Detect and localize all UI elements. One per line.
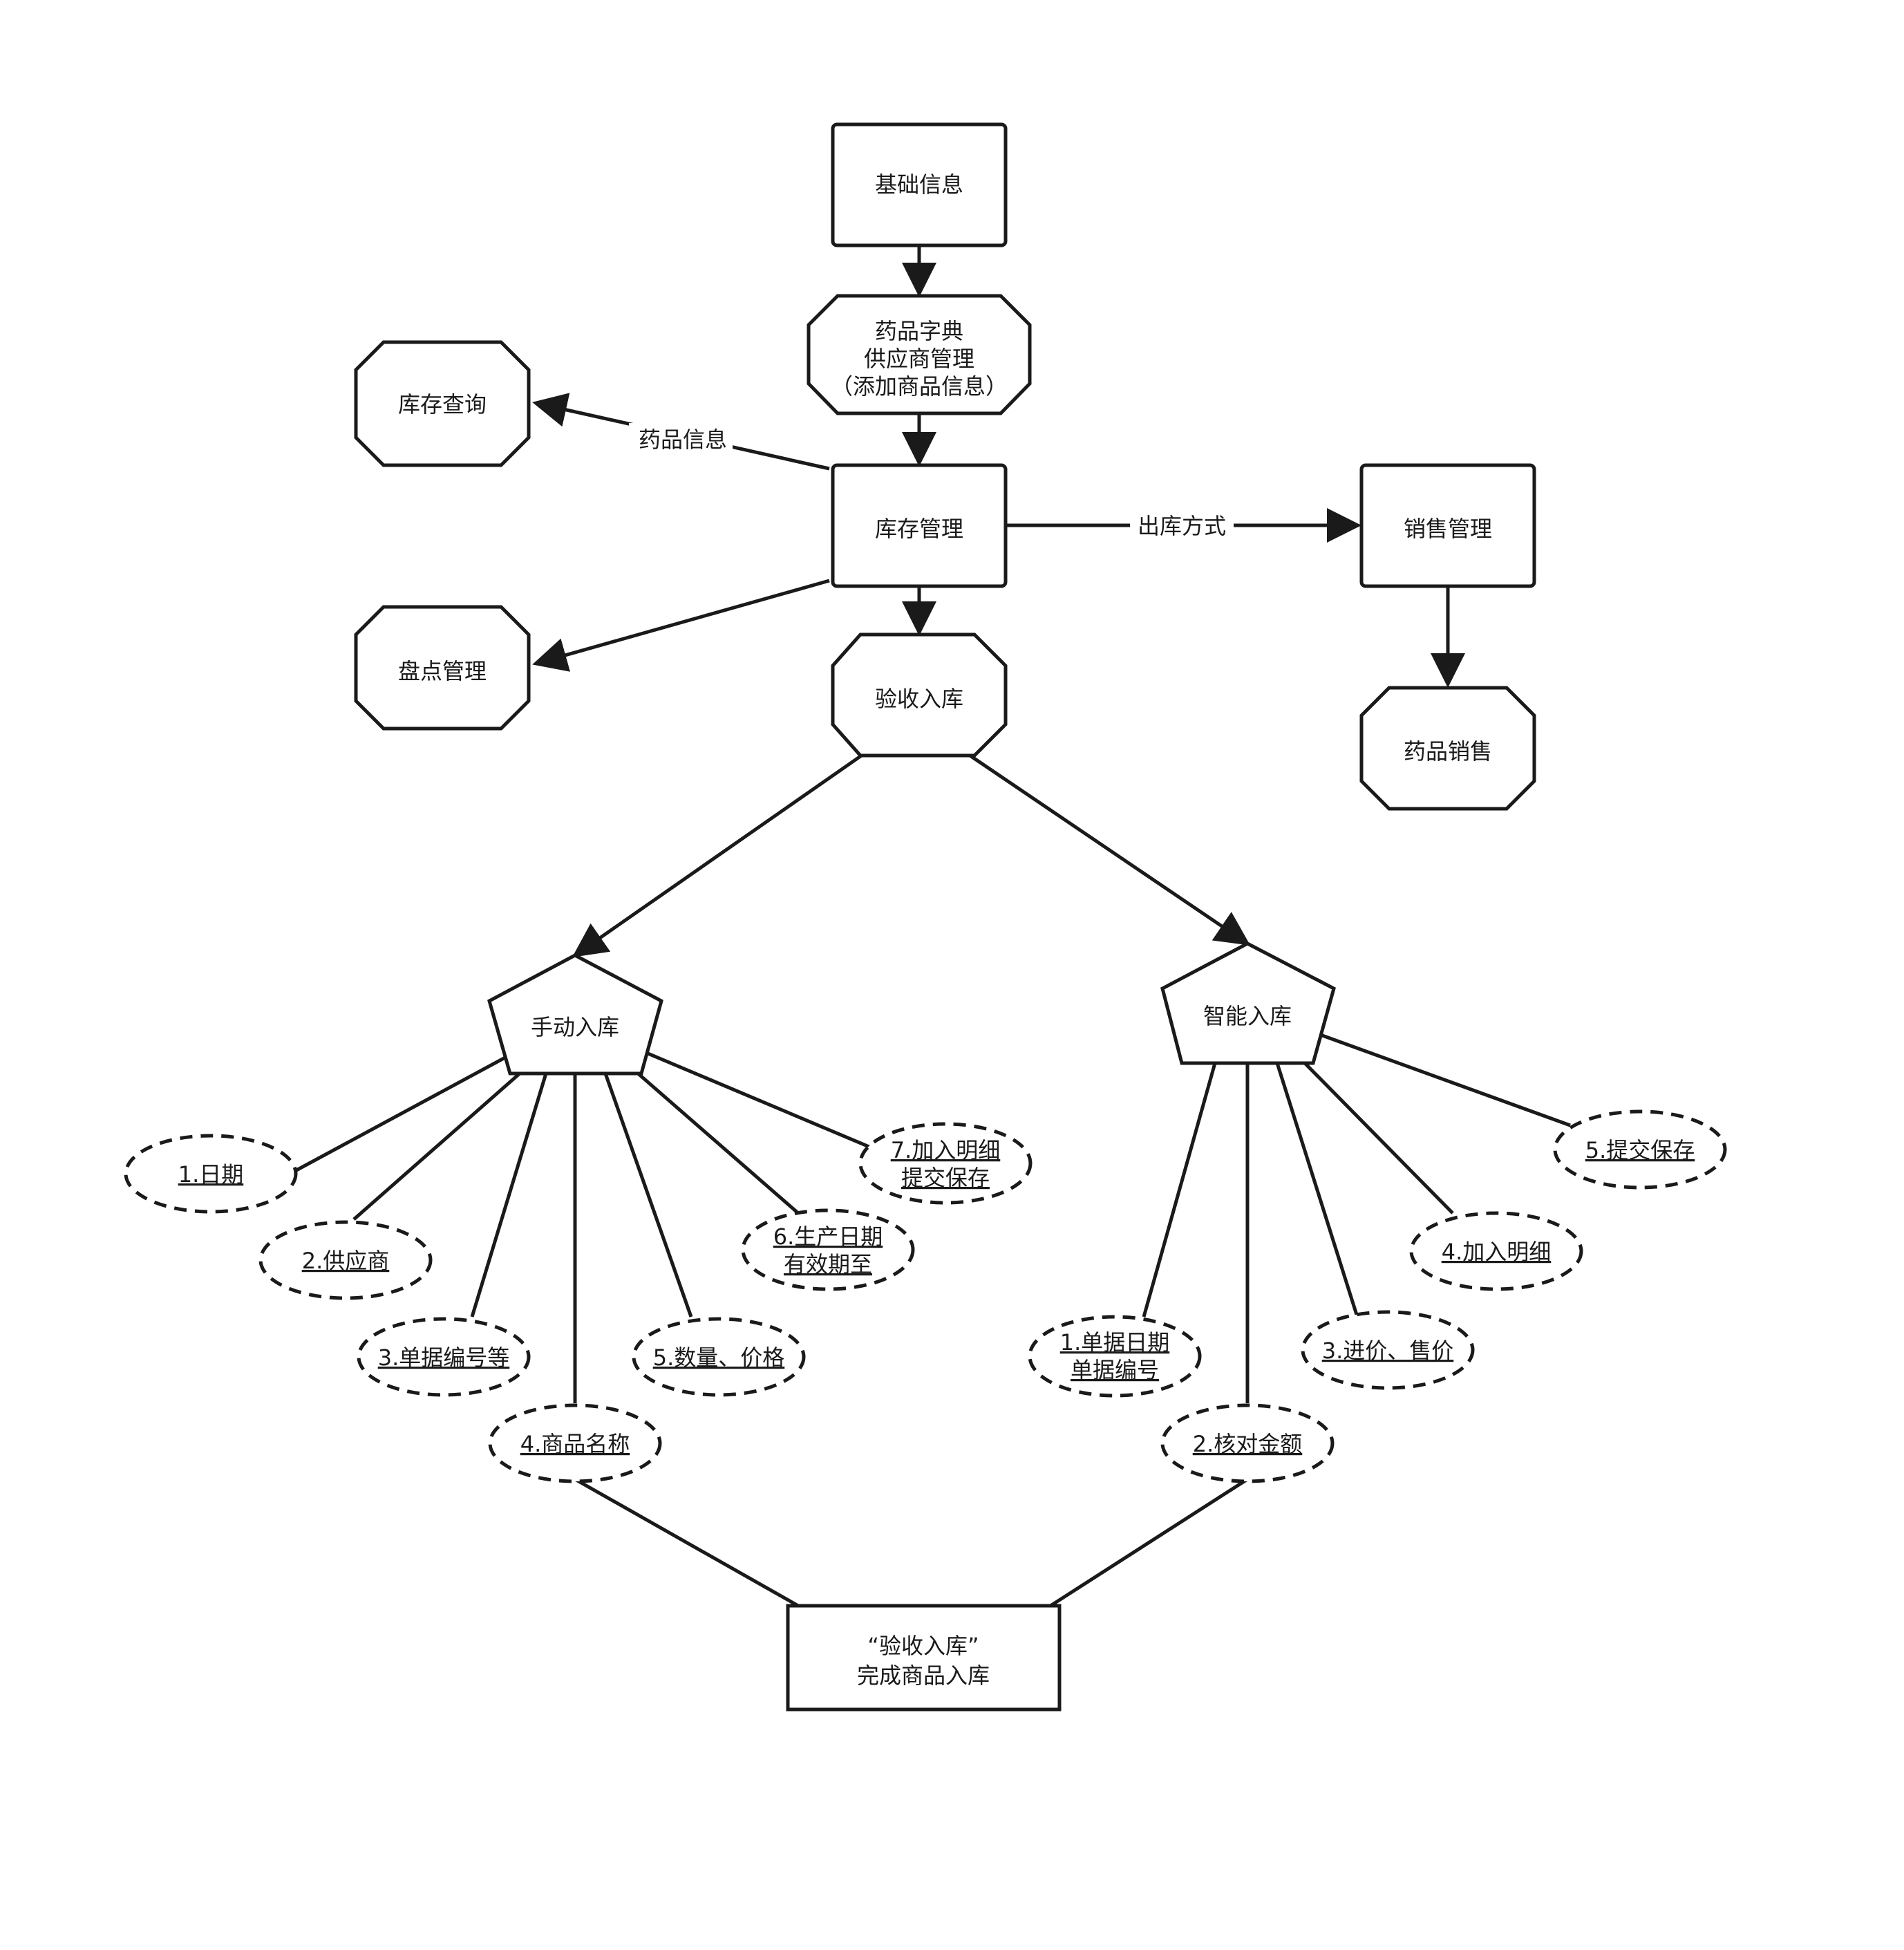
step-label: 有效期至 <box>784 1251 872 1277</box>
smart-step-4: 4.加入明细 <box>1409 1211 1583 1291</box>
step-label: 5.数量、价格 <box>653 1344 785 1371</box>
node-label: 盘点管理 <box>398 658 487 684</box>
manual-step-2: 2.供应商 <box>258 1220 433 1300</box>
edge-manual-s3 <box>470 1073 548 1318</box>
node-drug-dictionary: 药品字典 供应商管理 （添加商品信息） <box>807 294 1032 415</box>
manual-step-5: 5.数量、价格 <box>632 1317 806 1397</box>
step-label: 1.日期 <box>178 1161 244 1188</box>
node-label: （添加商品信息） <box>831 373 1008 400</box>
node-label: 完成商品入库 <box>857 1662 990 1689</box>
node-label: 基础信息 <box>875 171 963 198</box>
node-label: 药品销售 <box>1404 738 1492 765</box>
node-smart-inbound: 智能入库 <box>1160 941 1336 1065</box>
smart-step-2: 2.核对金额 <box>1160 1403 1335 1483</box>
node-label: 手动入库 <box>531 1014 619 1040</box>
edge-label-drug-info: 药品信息 <box>639 426 727 453</box>
manual-step-7: 7.加入明细 提交保存 <box>858 1122 1033 1205</box>
manual-step-3: 3.单据编号等 <box>357 1317 531 1397</box>
step-label: 6.生产日期 <box>773 1224 883 1250</box>
edge-receiving-to-manual <box>572 753 864 957</box>
step-label: 2.核对金额 <box>1193 1431 1303 1457</box>
node-label: 库存查询 <box>398 391 487 418</box>
smart-step-3: 3.进价、售价 <box>1301 1310 1475 1390</box>
node-label: 验收入库 <box>875 686 963 712</box>
node-drug-sales: 药品销售 <box>1359 686 1536 811</box>
step-label: 2.供应商 <box>302 1248 390 1274</box>
step-label: 提交保存 <box>901 1165 990 1191</box>
step-label: 单据编号 <box>1071 1357 1159 1383</box>
edge-smart-to-done <box>1049 1477 1249 1608</box>
edge-label-outbound-mode: 出库方式 <box>1138 513 1226 539</box>
edge-label-bg <box>1130 510 1234 542</box>
node-manual-inbound: 手动入库 <box>487 953 663 1076</box>
node-label: 药品字典 <box>875 318 963 344</box>
step-label: 5.提交保存 <box>1585 1137 1695 1163</box>
edges <box>292 245 1571 1608</box>
edge-label-bg <box>629 423 733 456</box>
node-receiving: 验收入库 <box>831 632 1008 758</box>
edge-receiving-to-smart <box>968 753 1251 946</box>
node-inventory-management: 库存管理 <box>831 463 1008 588</box>
manual-step-1: 1.日期 <box>124 1134 298 1214</box>
edge-manual-s6 <box>630 1067 805 1219</box>
step-label: 4.商品名称 <box>520 1431 630 1457</box>
edge-inventory-to-stocktake <box>532 579 830 672</box>
edge-smart-s5 <box>1316 1031 1571 1127</box>
node-label: 智能入库 <box>1203 1003 1292 1029</box>
edge-manual-s5 <box>603 1073 693 1318</box>
node-sales-management: 销售管理 <box>1359 463 1536 588</box>
node-receiving-complete: “验收入库” 完成商品入库 <box>786 1604 1062 1712</box>
edge-smart-s1 <box>1142 1062 1217 1318</box>
node-label: “验收入库” <box>867 1633 979 1659</box>
manual-step-4: 4.商品名称 <box>488 1403 662 1483</box>
node-label: 销售管理 <box>1404 516 1492 542</box>
step-label: 7.加入明细 <box>891 1137 1001 1163</box>
step-label: 4.加入明细 <box>1442 1239 1552 1265</box>
node-basic-info: 基础信息 <box>831 122 1008 247</box>
smart-step-5: 5.提交保存 <box>1553 1109 1727 1190</box>
node-label: 库存管理 <box>875 516 963 542</box>
node-label: 供应商管理 <box>864 346 974 372</box>
edge-smart-s3 <box>1275 1062 1359 1315</box>
edge-manual-s2 <box>352 1072 521 1221</box>
edge-manual-to-done <box>574 1477 800 1608</box>
node-inventory-query: 库存查询 <box>354 340 531 467</box>
smart-step-1: 1.单据日期 单据编号 <box>1028 1315 1202 1398</box>
step-label: 3.进价、售价 <box>1322 1338 1454 1364</box>
edge-smart-s4 <box>1303 1062 1454 1215</box>
edge-manual-s1 <box>292 1052 513 1174</box>
node-stocktake-management: 盘点管理 <box>354 605 531 731</box>
manual-step-6: 6.生产日期 有效期至 <box>741 1208 915 1291</box>
edge-manual-s7 <box>641 1049 871 1150</box>
step-label: 3.单据编号等 <box>378 1344 510 1371</box>
step-label: 1.单据日期 <box>1060 1329 1170 1356</box>
